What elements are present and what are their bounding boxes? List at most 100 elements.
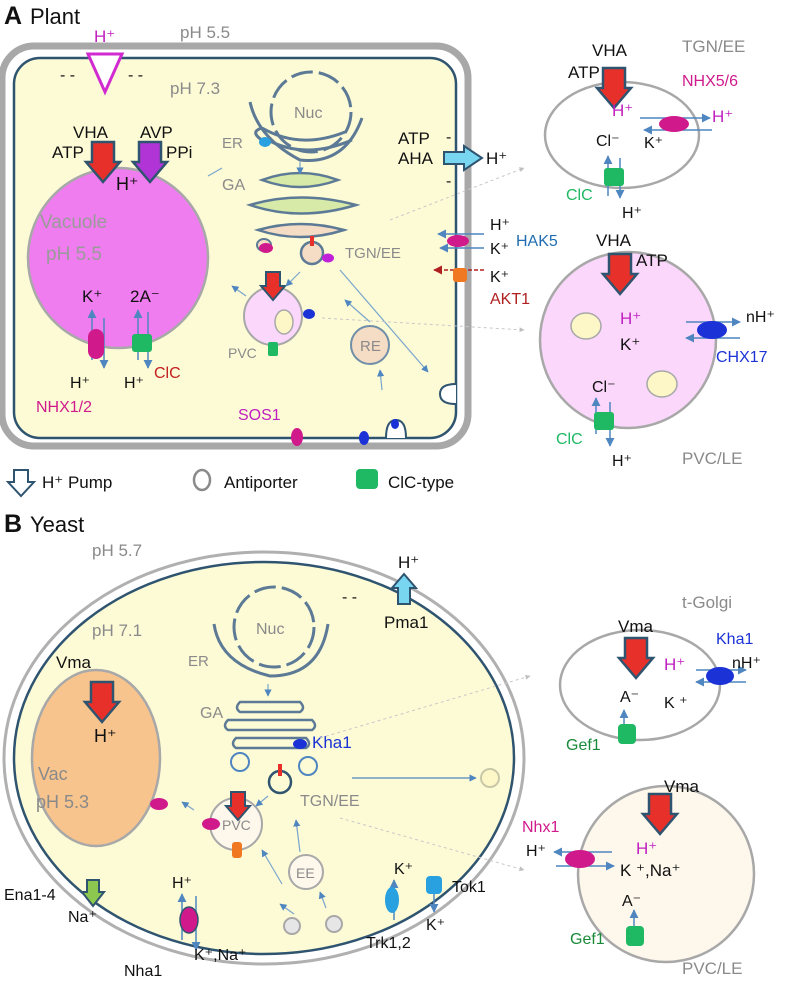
tgn-inset-plant: TGN/EE VHA ATP NHX5/6 H⁺ H⁺ K⁺ Cl⁻ ClC H… xyxy=(543,37,745,222)
nhx12-label: NHX1/2 xyxy=(36,399,92,416)
legend-antiporter-label: Antiporter xyxy=(224,473,298,492)
panel-b-title: Yeast xyxy=(30,512,84,537)
aha-atp-label: ATP xyxy=(398,129,430,148)
panel-a-letter: A xyxy=(4,2,22,30)
golgi-yeast-2 xyxy=(223,718,317,732)
nhx12-antiporter xyxy=(88,329,104,359)
tgn-inset-h-out: H⁺ xyxy=(712,107,733,126)
pvc-plant-inner xyxy=(274,309,294,335)
vacuole-ph: pH 5.5 xyxy=(46,244,102,265)
golgi-inset-label: t-Golgi xyxy=(682,593,732,612)
vacuole-h: H⁺ xyxy=(116,174,139,194)
atp-label-plant: ATP xyxy=(52,143,84,162)
golgi-yeast-v1 xyxy=(230,752,250,772)
akt1-label: AKT1 xyxy=(490,291,530,308)
sos1-label: SOS1 xyxy=(238,407,281,424)
ppi-label: PPi xyxy=(166,143,192,162)
nha-kna: K⁺,Na⁺ xyxy=(194,947,246,964)
ga-label: GA xyxy=(222,177,245,194)
pvc-yeast-inset-h-out: H⁺ xyxy=(526,843,546,860)
golgi-inset-kha1: Kha1 xyxy=(716,631,753,648)
pvc-yeast-nhx1 xyxy=(202,818,220,830)
charges-yeast: - - xyxy=(342,589,357,606)
pvc-inset-clc xyxy=(594,412,614,430)
trk-label: Trk1,2 xyxy=(366,935,411,952)
panel-a-title: Plant xyxy=(30,4,80,29)
ee-label: EE xyxy=(296,865,315,881)
nucleus xyxy=(269,70,353,154)
pvc-inset-chx: CHX17 xyxy=(716,349,768,366)
pvc-inset-atp: ATP xyxy=(636,251,668,270)
nucleus-yeast xyxy=(232,585,316,669)
tgn-inset-atp: ATP xyxy=(568,63,600,82)
vac-h: H⁺ xyxy=(94,726,117,746)
pvc-plant-clc xyxy=(268,342,278,356)
pm-pump-triangle xyxy=(85,52,125,96)
pvc-inset-h: H⁺ xyxy=(620,309,641,328)
tgn-inset-h-in: H⁺ xyxy=(612,101,633,120)
akt1-channel xyxy=(453,268,467,282)
golgi-cistern-2 xyxy=(245,196,361,215)
vma-label-yeast-vac: Vma xyxy=(56,653,92,672)
pvc-yeast-inset-a: A⁻ xyxy=(622,893,641,910)
pvc-yeast-inset-gef1: Gef1 xyxy=(570,931,605,948)
hak5-transporter xyxy=(447,235,469,247)
pvc-yeast-inset-vma: Vma xyxy=(664,777,700,796)
re-label: RE xyxy=(360,338,381,355)
legend: H⁺ Pump Antiporter ClC-type xyxy=(5,468,454,498)
vha-label-plant: VHA xyxy=(73,123,109,142)
yeast-vacuole xyxy=(30,668,162,848)
golgi-inset-h: H⁺ xyxy=(664,655,685,674)
pm-h-label: H⁺ xyxy=(94,27,115,46)
ph-outside-yeast: pH 5.7 xyxy=(92,541,142,560)
legend-pump-icon xyxy=(5,469,37,498)
ph-cytosol: pH 7.3 xyxy=(170,79,220,98)
pvc-yeast-gef1 xyxy=(232,842,242,858)
legend-antiporter-icon xyxy=(192,468,212,492)
pvc-inset-ilv-1 xyxy=(570,312,602,340)
pm-charge-1: - xyxy=(446,129,451,146)
legend-pump-label: H⁺ Pump xyxy=(42,473,112,492)
pvc-inset-cl: Cl⁻ xyxy=(592,379,616,396)
trk-transporter xyxy=(385,887,399,913)
exocytic-pit xyxy=(438,383,457,405)
tgn-inset-cl: Cl⁻ xyxy=(596,133,620,150)
vacuole-k: K⁺ xyxy=(82,287,102,306)
tgn-inset-clc-label: ClC xyxy=(566,187,593,204)
nha1-antiporter xyxy=(179,906,199,934)
ga-label-yeast: GA xyxy=(200,705,223,722)
tok-k: K⁺ xyxy=(426,917,445,934)
nhx56-antiporter xyxy=(659,116,689,132)
hak-k: K⁺ xyxy=(490,241,509,258)
vac-yeast-antiporter xyxy=(150,798,168,810)
golgi-inset-vma: Vma xyxy=(618,617,654,636)
er-vesicle xyxy=(259,137,271,147)
pvc-inset-plant: VHA ATP H⁺ K⁺ nH⁺ CHX17 Cl⁻ ClC H⁺ PVC/L… xyxy=(538,231,775,470)
pvc-inset-k: K⁺ xyxy=(620,335,640,354)
nha1-label: Nha1 xyxy=(124,963,162,980)
tgn-label-yeast: TGN/EE xyxy=(300,793,360,810)
tgn-inset-clc xyxy=(604,168,624,186)
charges-left: - - xyxy=(60,67,75,84)
pvc-inset-label: PVC/LE xyxy=(682,449,742,468)
pvc-inset-yeast: Vma Nhx1 H⁺ H⁺ K ⁺,Na⁺ A⁻ Gef1 PVC/LE xyxy=(522,777,756,978)
pma1-pump-icon xyxy=(389,572,419,605)
akt-k: K⁺ xyxy=(490,269,509,286)
yeast-cytosol xyxy=(12,560,516,956)
panel-b: B Yeast pH 5.7 - - H⁺ Pma1 pH 7.1 Nuc ER… xyxy=(2,510,761,980)
pvc-inset-ilv-2 xyxy=(646,370,678,398)
pvc-yeast-inset-body xyxy=(576,784,756,964)
hak5-label: HAK5 xyxy=(516,233,558,250)
tgn-inset-label: TGN/EE xyxy=(682,37,745,56)
vac-label-yeast: Vac xyxy=(38,764,68,784)
nha-h: H⁺ xyxy=(172,875,192,892)
charges-right: - - xyxy=(128,67,143,84)
pvc-label-yeast: PVC xyxy=(222,817,251,833)
ena-label: Ena1-4 xyxy=(4,887,56,904)
tgn-inset-vha: VHA xyxy=(592,41,628,60)
nhx1-inset-antiporter xyxy=(565,850,595,868)
pma1-label: Pma1 xyxy=(384,613,428,632)
clc-h: H⁺ xyxy=(124,375,144,392)
panel-a: A Plant pH 5.5 H⁺ - - - - pH 7.3 Nuc ER … xyxy=(0,2,775,470)
